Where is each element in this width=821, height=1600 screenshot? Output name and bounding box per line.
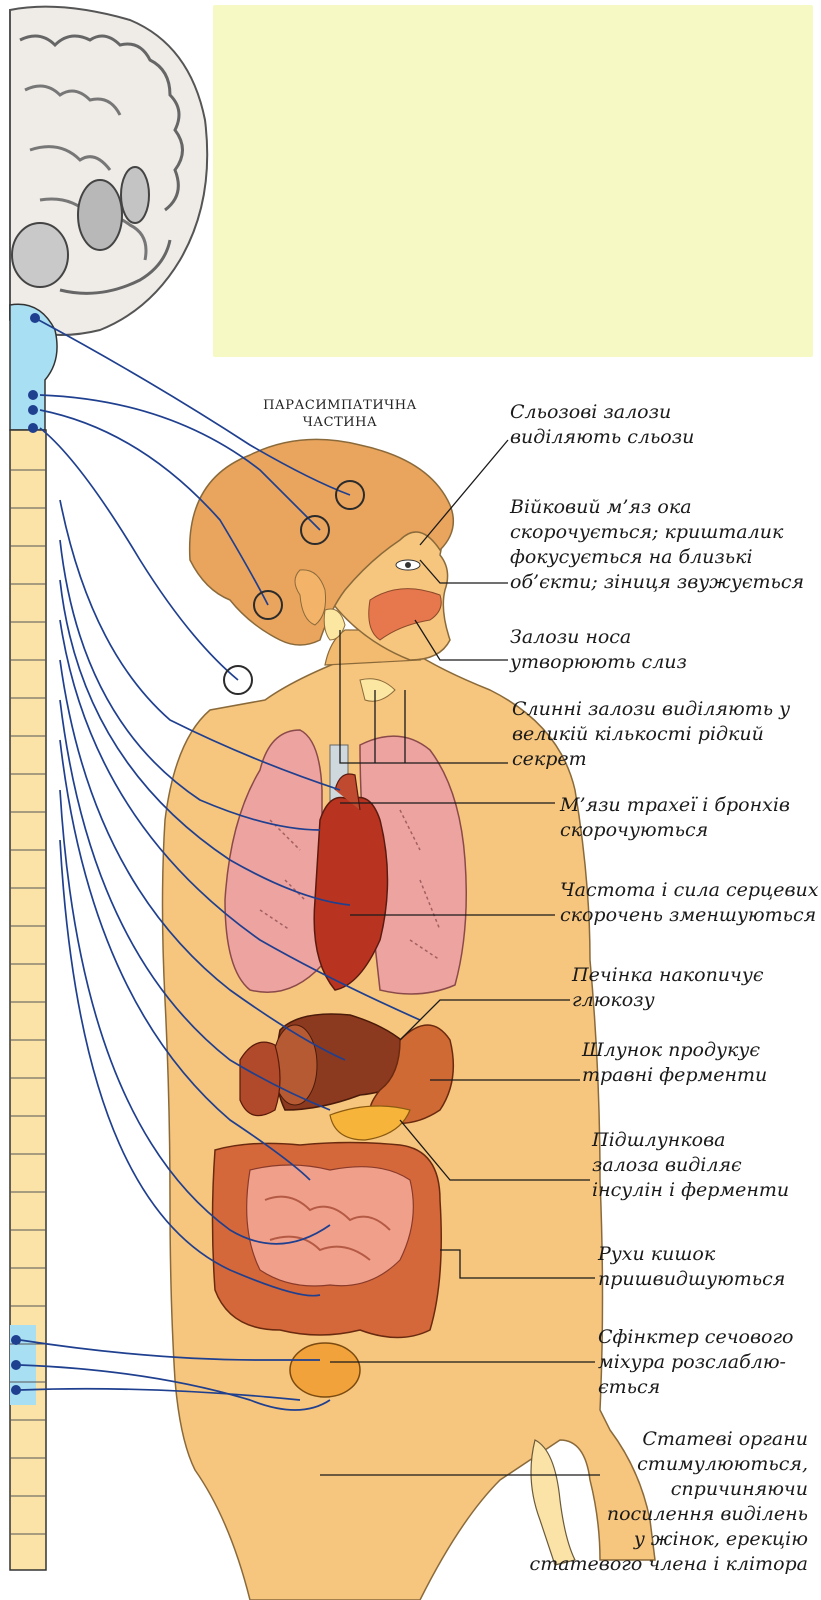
spinal-cord (10, 304, 57, 1570)
label-line: Залози носа (510, 625, 687, 650)
label-ciliary: Війковий м’яз ока скорочується; криштали… (510, 495, 804, 595)
label-line: глюкозу (572, 988, 764, 1013)
part-title-line: ЧАСТИНА (240, 414, 440, 431)
label-salivary: Слинні залози виділяють у великій кілько… (512, 697, 790, 772)
label-line: Підшлункова (592, 1128, 789, 1153)
label-line: Сльозові залози (510, 400, 694, 425)
label-line: Шлунок продукує (582, 1038, 767, 1063)
label-line: Статеві органи (496, 1427, 808, 1452)
label-line: у жінок, ерекцію (496, 1527, 808, 1552)
part-title-line: ПАРАСИМПАТИЧНА (240, 397, 440, 414)
part-title: ПАРАСИМПАТИЧНА ЧАСТИНА (240, 397, 440, 431)
label-line: скорочень зменшуються (560, 903, 819, 928)
label-line: Слинні залози виділяють у (512, 697, 790, 722)
bladder (290, 1343, 360, 1397)
label-line: секрет (512, 747, 790, 772)
label-liver: Печінка накопичує глюкозу (572, 963, 764, 1013)
label-line: скорочуються (560, 818, 790, 843)
label-line: великій кількості рідкий (512, 722, 790, 747)
label-line: пришвидшуються (598, 1267, 785, 1292)
label-genitals: Статеві органи стимулюються, спричиняючи… (496, 1427, 808, 1577)
label-nose: Залози носа утворюють слиз (510, 625, 687, 675)
label-line: посилення виділень (496, 1502, 808, 1527)
label-line: фокусується на близькі (510, 545, 804, 570)
label-intestine: Рухи кишок пришвидшуються (598, 1242, 785, 1292)
label-trachea: М’язи трахеї і бронхів скорочуються (560, 793, 790, 843)
label-line: Сфінктер сечового (598, 1325, 794, 1350)
label-line: Печінка накопичує (572, 963, 764, 988)
label-bladder: Сфінктер сечового міхура розслаблю- єтьс… (598, 1325, 794, 1400)
label-line: М’язи трахеї і бронхів (560, 793, 790, 818)
label-line: залоза виділяє (592, 1153, 789, 1178)
label-line: Війковий м’яз ока (510, 495, 804, 520)
label-line: травні ферменти (582, 1063, 767, 1088)
label-line: міхура розслаблю- (598, 1350, 794, 1375)
label-line: інсулін і ферменти (592, 1178, 789, 1203)
brain-section (10, 7, 207, 335)
label-line: Рухи кишок (598, 1242, 785, 1267)
label-line: утворюють слиз (510, 650, 687, 675)
intestines (213, 1143, 442, 1338)
kidney (240, 1042, 280, 1115)
label-line: Частота і сила серцевих (560, 878, 819, 903)
label-line: спричиняючи (496, 1477, 808, 1502)
label-stomach: Шлунок продукує травні ферменти (582, 1038, 767, 1088)
label-heart: Частота і сила серцевих скорочень зменшу… (560, 878, 819, 928)
label-lacrimal: Сльозові залози виділяють сльози (510, 400, 694, 450)
label-line: статевого члена і клітора (496, 1552, 808, 1577)
label-line: виділяють сльози (510, 425, 694, 450)
label-line: об’єкти; зіниця звужується (510, 570, 804, 595)
label-pancreas: Підшлункова залоза виділяє інсулін і фер… (592, 1128, 789, 1203)
label-line: ється (598, 1375, 794, 1400)
label-line: стимулюються, (496, 1452, 808, 1477)
note-box (213, 5, 813, 357)
label-line: скорочується; кришталик (510, 520, 804, 545)
